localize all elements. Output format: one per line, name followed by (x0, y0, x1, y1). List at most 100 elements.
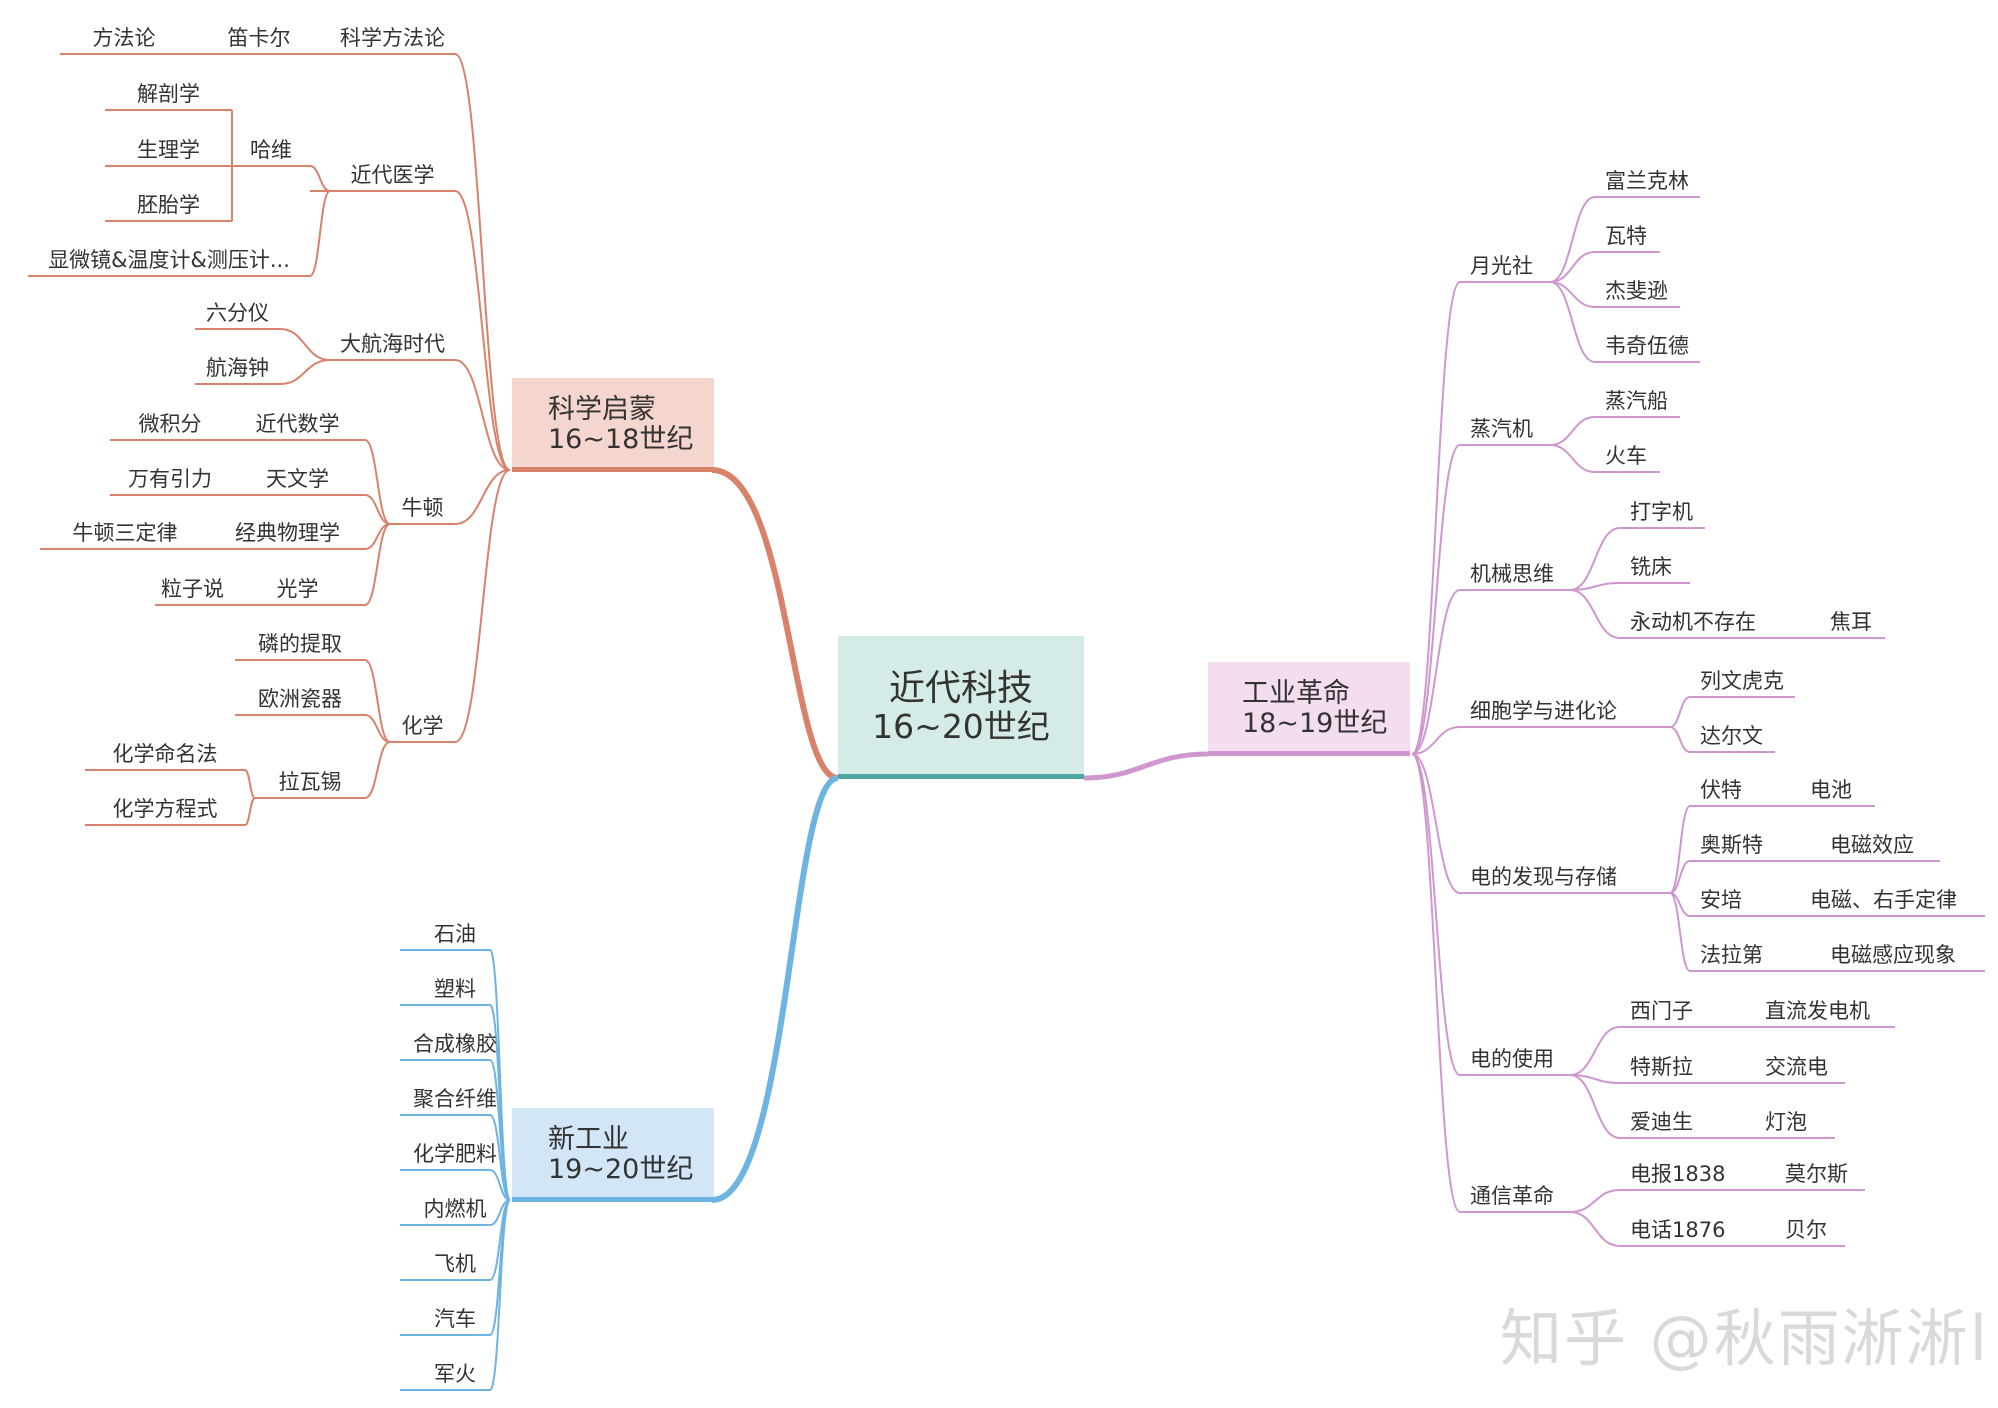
node-milling: 铣床 (1630, 555, 1672, 579)
newind-topic-title: 新工业 (548, 1124, 629, 1155)
connector-line (1549, 444, 1596, 473)
industry-topic-subtitle: 18~19世纪 (1242, 708, 1387, 739)
connector-line (489, 1199, 511, 1336)
node-induction: 电磁感应现象 (1830, 943, 1956, 967)
connector-line (454, 190, 511, 471)
node-typewriter: 打字机 (1630, 500, 1693, 524)
connector-line (1669, 892, 1691, 972)
node-leeuwenhoek: 列文虎克 (1700, 669, 1784, 693)
connector-line (1569, 527, 1621, 591)
newind-topic-bar (512, 1197, 714, 1202)
science-topic-box (512, 378, 714, 470)
science-topic-subtitle: 16~18世纪 (548, 424, 693, 455)
node-em_effect: 电磁效应 (1830, 833, 1914, 857)
connector-line (1411, 753, 1461, 1076)
connector-line (1549, 281, 1596, 363)
node-cell_evolution: 细胞学与进化论 (1470, 699, 1617, 723)
connector-line (1411, 281, 1461, 755)
node-optics: 光学 (277, 577, 319, 601)
central-topic-box (838, 636, 1084, 776)
node-joule: 焦耳 (1830, 610, 1872, 634)
node-steamship: 蒸汽船 (1605, 389, 1668, 413)
node-bell: 贝尔 (1785, 1218, 1827, 1242)
node-bulb: 灯泡 (1765, 1110, 1807, 1134)
connector-line (1569, 1189, 1621, 1213)
node-instruments: 显微镜&温度计&测压计... (48, 248, 290, 272)
connector-line (309, 165, 331, 192)
connector-line (364, 523, 391, 606)
newind-topic-subtitle: 19~20世纪 (548, 1154, 693, 1185)
connector-line (454, 469, 511, 743)
connector-line (489, 1199, 511, 1391)
node-franklin: 富兰克林 (1605, 169, 1689, 193)
connector-line (1569, 589, 1621, 639)
node-battery: 电池 (1810, 778, 1852, 802)
node-nomenclature: 化学命名法 (113, 742, 218, 766)
node-medicine: 近代医学 (351, 163, 435, 187)
connector-line (1411, 753, 1461, 1213)
newind-item: 聚合纤维 (413, 1087, 497, 1111)
connector-line (279, 359, 331, 385)
connector-line (1669, 805, 1691, 894)
node-darwin: 达尔文 (1700, 724, 1763, 748)
connector-line (364, 659, 391, 743)
node-chronometer: 航海钟 (206, 356, 269, 380)
node-lunar: 月光社 (1470, 254, 1533, 278)
connector-line (364, 741, 391, 799)
central-topic-subtitle: 16~20世纪 (872, 707, 1050, 746)
branch-line-science (711, 467, 839, 781)
newind-item: 飞机 (434, 1252, 476, 1276)
node-astronomy: 天文学 (266, 467, 329, 491)
connector-line (489, 1114, 511, 1201)
branch-line-newind (711, 775, 839, 1203)
newind-item: 化学肥料 (413, 1142, 497, 1166)
node-telecom: 通信革命 (1470, 1184, 1554, 1208)
connector-line (1411, 444, 1461, 755)
node-electricity_use: 电的使用 (1470, 1047, 1554, 1071)
branch-line-industry (1083, 751, 1209, 781)
central-topic-bar (838, 774, 1084, 779)
node-methodology: 方法论 (93, 26, 156, 50)
node-harvey: 哈维 (250, 138, 292, 162)
node-edison: 爱迪生 (1630, 1110, 1693, 1134)
connector-line (1569, 582, 1621, 591)
industry-topic-title: 工业革命 (1242, 678, 1350, 709)
newind-item: 石油 (434, 922, 476, 946)
node-dc_generator: 直流发电机 (1765, 999, 1870, 1023)
connector-line (1549, 196, 1596, 283)
node-oersted: 奥斯特 (1700, 833, 1763, 857)
industry-topic-box (1208, 662, 1410, 754)
node-phosphorus: 磷的提取 (258, 632, 342, 656)
connector-line (1549, 251, 1596, 283)
connector-line (364, 439, 391, 525)
node-physiology: 生理学 (137, 138, 200, 162)
node-watt: 瓦特 (1605, 224, 1647, 248)
node-siemens: 西门子 (1630, 999, 1693, 1023)
node-classical_physics: 经典物理学 (235, 521, 340, 545)
newind-item: 内燃机 (424, 1197, 487, 1221)
node-equations: 化学方程式 (113, 797, 218, 821)
connector-line (1669, 726, 1691, 753)
node-sextant: 六分仪 (206, 301, 269, 325)
node-mechanical: 机械思维 (1470, 562, 1554, 586)
node-train: 火车 (1605, 444, 1647, 468)
science-topic-bar (512, 467, 714, 472)
node-calculus: 微积分 (139, 412, 202, 436)
newind-item: 汽车 (434, 1307, 476, 1331)
connector-line (309, 190, 331, 277)
node-newton: 牛顿 (402, 496, 444, 520)
connector-line (454, 359, 511, 471)
node-porcelain: 欧洲瓷器 (258, 687, 342, 711)
connector-line (489, 1169, 511, 1201)
newind-item: 塑料 (434, 977, 476, 1001)
node-tesla: 特斯拉 (1630, 1055, 1693, 1079)
node-anatomy: 解剖学 (137, 82, 200, 106)
newind-item: 合成橡胶 (413, 1032, 497, 1056)
node-volta: 伏特 (1700, 778, 1742, 802)
connector-line (1569, 1026, 1621, 1076)
node-ac: 交流电 (1765, 1055, 1828, 1079)
newind-topic-box (512, 1108, 714, 1200)
node-electricity_discovery: 电的发现与存储 (1470, 865, 1617, 889)
newind-item: 军火 (434, 1362, 476, 1386)
